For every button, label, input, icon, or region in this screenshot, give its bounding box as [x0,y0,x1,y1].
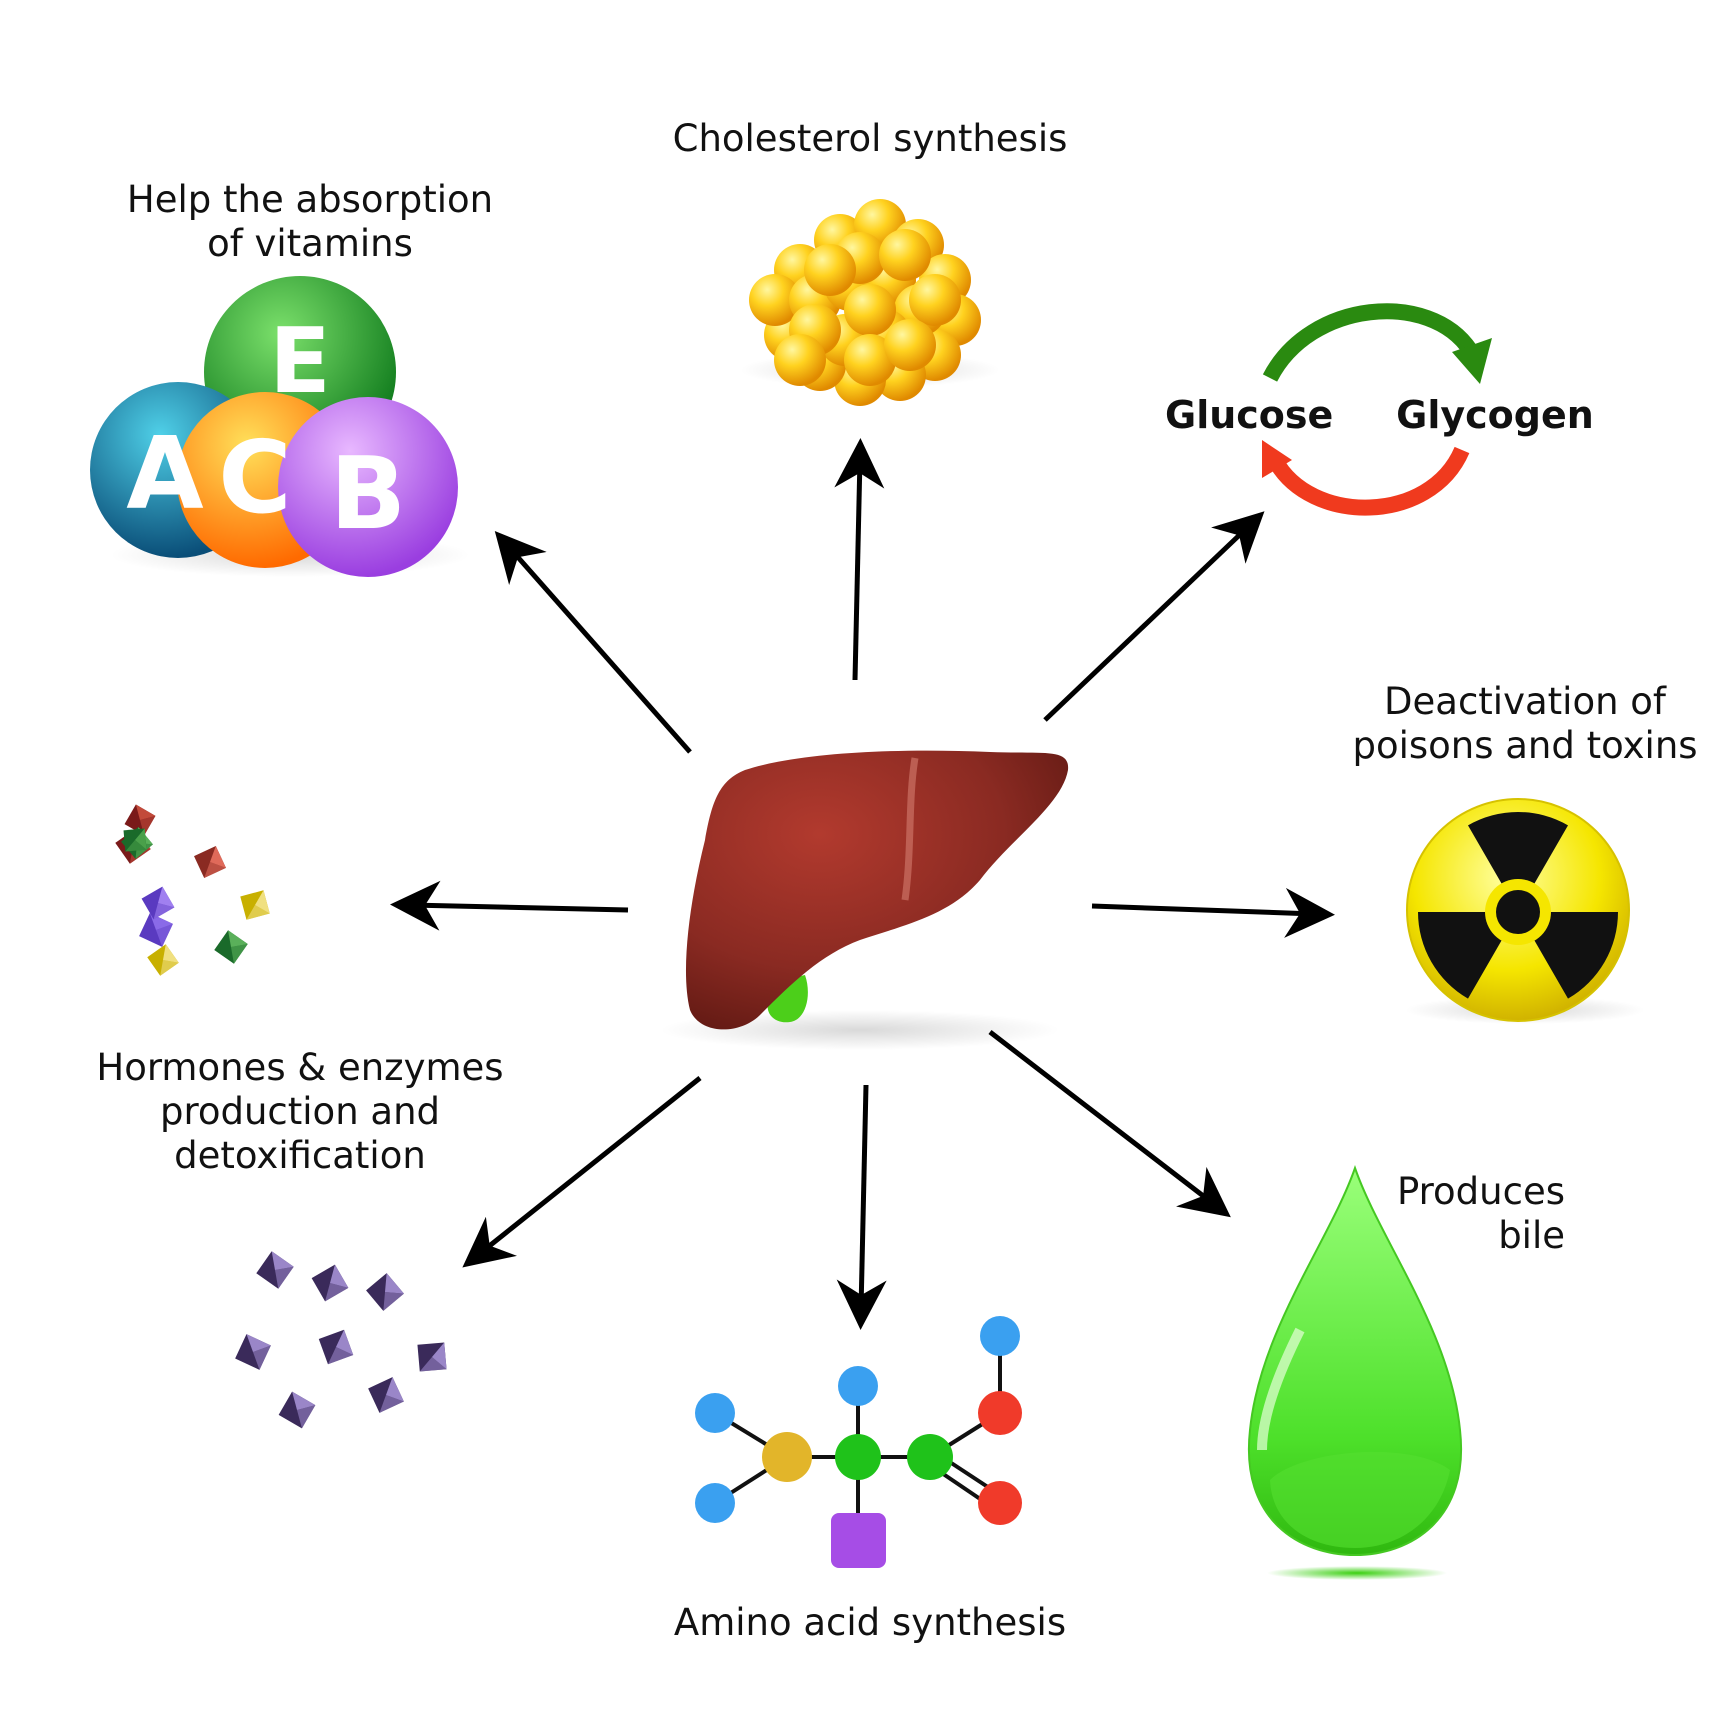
cycle-arrow-red [1267,446,1470,516]
radiation-blade [1418,912,1506,999]
radiation-blade [1530,912,1618,999]
label-poisons-line1: Deactivation of [1384,680,1666,723]
label-bile-line1: Produces [1396,1170,1565,1213]
arrow-to-amino-acid [836,1084,887,1330]
atom-green [835,1434,881,1480]
fat-sphere [804,244,856,296]
crystal [141,886,175,920]
crystal [278,1391,316,1429]
atom-gold [762,1432,812,1482]
label-glucose: Glucose [1165,393,1334,437]
label-vitamins-line1: Help the absorption [126,178,494,221]
crystal [214,930,248,964]
molecule-icon [695,1316,1022,1568]
atom-blue [980,1316,1020,1356]
radiation-icon [1405,798,1645,1024]
fat-sphere [844,284,896,336]
vitamin-b-ball [278,397,458,577]
crystal [124,804,156,836]
vitamin-e-letter: E [269,309,330,414]
vitamin-a-letter: A [126,415,203,532]
crystal [147,944,179,976]
atom-purple [831,1513,886,1568]
crystal [366,1273,404,1311]
vitamin-b-letter: B [330,435,406,552]
crystal [417,1342,447,1372]
label-poisons-line2: poisons and toxins [1352,724,1698,767]
liver-icon [660,750,1069,1050]
fat-sphere [749,274,801,326]
arrow-to-vitamins [494,531,692,754]
arrow-to-cholesterol [834,438,885,681]
atom-red [978,1481,1022,1525]
crystal [256,1251,294,1289]
atom-green [907,1434,953,1480]
arrow-to-crystals [462,1076,702,1268]
crystal [123,828,147,852]
crystal [235,1334,271,1370]
crystal [311,1264,349,1302]
label-hormones-line3: detoxification [174,1134,426,1177]
crystal [194,846,226,878]
arrow-to-poisons [1091,887,1335,938]
atom-blue [695,1393,735,1433]
arrow-to-hormones [390,880,629,931]
atom-blue [838,1366,878,1406]
crystal [318,1329,354,1365]
vitamin-balls-icon: E A C B [90,276,470,577]
atom-red [978,1391,1022,1435]
vitamin-c-letter: C [218,419,291,536]
cycle-arrows-icon [1262,303,1492,516]
bile-drop-icon [1247,1164,1463,1580]
crystal [368,1377,404,1413]
fat-sphere [879,229,931,281]
label-amino-acid: Amino acid synthesis [673,1601,1067,1644]
atom-blue [695,1483,735,1523]
crystals-icon [115,804,447,1429]
label-cholesterol: Cholesterol synthesis [672,117,1068,160]
arrows [390,438,1335,1330]
fat-sphere [884,319,936,371]
arrow-to-glycogen-cycle [1043,511,1265,722]
fat-sphere [774,334,826,386]
label-hormones-line1: Hormones & enzymes [96,1046,504,1089]
crystal [240,890,270,920]
cycle-arrow-green [1262,303,1477,382]
fat-sphere [844,334,896,386]
fat-sphere [909,274,961,326]
arrow-to-bile [988,1030,1231,1218]
label-bile-line2: bile [1498,1214,1565,1257]
radiation-blade [1468,812,1568,892]
label-hormones-line2: production and [159,1090,441,1133]
radiation-center [1496,890,1540,934]
fat-globule-icon [740,199,1000,406]
label-glycogen: Glycogen [1396,393,1594,437]
label-vitamins-line2: of vitamins [207,222,413,265]
